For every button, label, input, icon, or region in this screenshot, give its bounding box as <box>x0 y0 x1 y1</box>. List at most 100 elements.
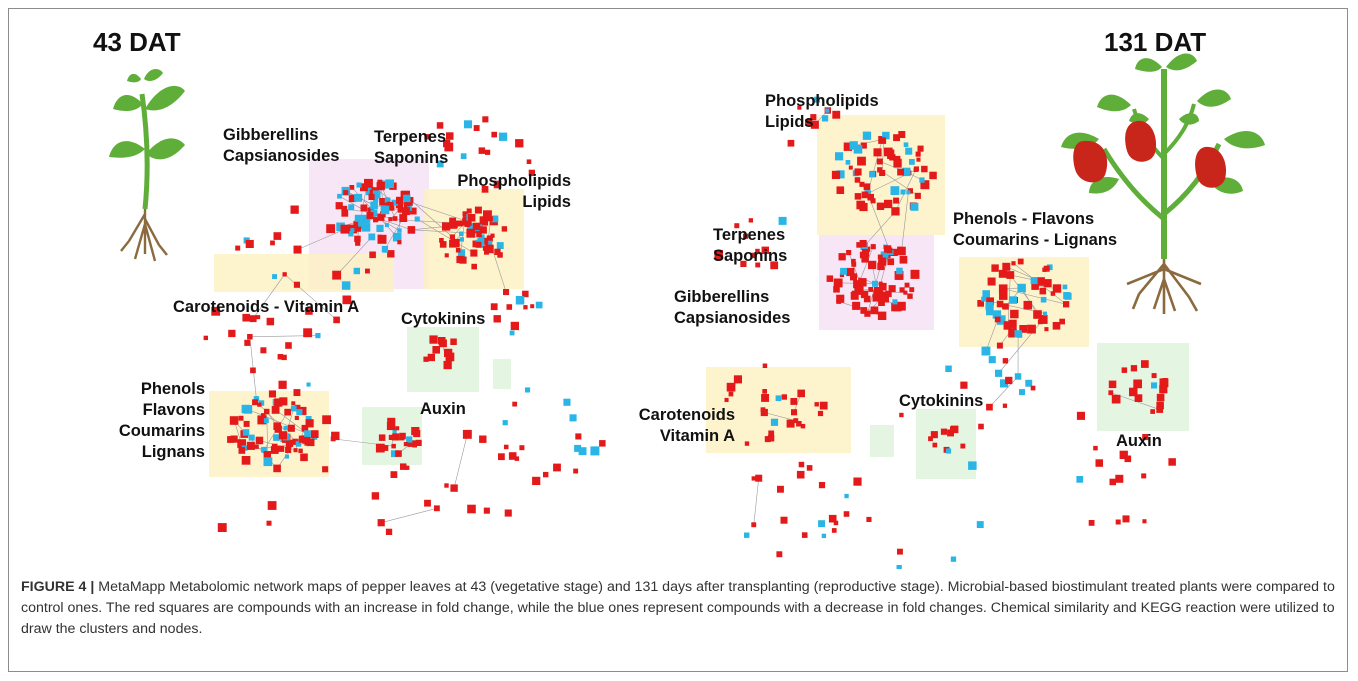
increased-compound-node <box>728 391 734 397</box>
increased-compound-node <box>856 242 862 248</box>
increased-compound-node <box>514 456 520 461</box>
increased-compound-node <box>228 329 236 338</box>
increased-compound-node <box>356 226 362 232</box>
increased-compound-node <box>859 251 867 259</box>
network-edge <box>895 169 917 212</box>
network-map-graphic <box>109 53 1265 569</box>
label-line: Gibberellins <box>674 288 770 306</box>
increased-compound-node <box>553 463 561 472</box>
label-line: Saponins <box>374 149 449 167</box>
increased-compound-node <box>929 171 937 180</box>
increased-compound-node <box>921 165 928 173</box>
figure-frame: 43 DAT 131 DAT Gibberellins Capsianoside… <box>8 8 1348 672</box>
increased-compound-node <box>438 337 446 345</box>
label-right-terpenes: Terpenes Saponins <box>713 225 787 267</box>
decreased-compound-node <box>775 395 782 402</box>
increased-compound-node <box>1005 376 1013 385</box>
label-left-cytokinins: Cytokinins <box>401 309 485 330</box>
decreased-compound-node <box>869 171 876 178</box>
increased-compound-node <box>466 228 476 238</box>
increased-compound-node <box>266 317 275 326</box>
increased-compound-node <box>839 272 845 278</box>
increased-compound-node <box>781 394 787 400</box>
decreased-compound-node <box>903 142 909 147</box>
increased-compound-node <box>515 139 524 148</box>
increased-compound-node <box>532 476 541 485</box>
increased-compound-node <box>876 202 885 210</box>
increased-compound-node <box>331 431 340 441</box>
increased-compound-node <box>1003 321 1013 330</box>
increased-compound-node <box>1002 262 1011 271</box>
increased-compound-node <box>378 434 386 441</box>
decreased-compound-node <box>840 267 847 275</box>
increased-compound-node <box>760 408 768 417</box>
increased-compound-node <box>776 551 783 558</box>
increased-compound-node <box>978 423 984 430</box>
increased-compound-node <box>1133 379 1142 389</box>
increased-compound-node <box>278 431 287 440</box>
increased-compound-node <box>798 461 805 468</box>
increased-compound-node <box>271 406 280 414</box>
increased-compound-node <box>861 191 869 199</box>
increased-compound-node <box>237 439 246 448</box>
network-edge <box>247 409 308 434</box>
increased-compound-node <box>838 253 846 261</box>
increased-compound-node <box>230 435 238 443</box>
increased-compound-node <box>920 180 930 190</box>
increased-compound-node <box>510 321 519 331</box>
increased-compound-node <box>768 430 775 437</box>
decreased-compound-node <box>491 215 499 223</box>
increased-compound-node <box>478 147 486 154</box>
increased-compound-node <box>903 290 908 295</box>
increased-compound-node <box>877 254 883 260</box>
increased-compound-node <box>373 217 379 223</box>
decreased-compound-node <box>1014 330 1022 338</box>
increased-compound-node <box>285 342 292 349</box>
increased-compound-node <box>726 382 736 392</box>
plant-illustrations <box>109 53 1265 314</box>
decreased-compound-node <box>569 414 577 422</box>
increased-compound-node <box>1019 325 1028 333</box>
increased-compound-node <box>256 315 261 320</box>
decreased-compound-node <box>248 434 255 441</box>
increased-compound-node <box>714 250 723 259</box>
increased-compound-node <box>1108 380 1117 389</box>
increased-compound-node <box>504 444 509 450</box>
label-left-carotenoids: Carotenoids - Vitamin A <box>173 297 359 318</box>
increased-compound-node <box>1141 473 1147 479</box>
increased-compound-node <box>243 420 250 427</box>
increased-compound-node <box>501 226 508 232</box>
label-line: Auxin <box>420 400 466 418</box>
decreased-compound-node <box>896 565 902 569</box>
increased-compound-node <box>848 165 853 170</box>
label-left-phenols: Phenols Flavons Coumarins Lignans <box>101 379 205 463</box>
increased-compound-node <box>1001 304 1007 309</box>
increased-compound-node <box>751 522 757 528</box>
increased-compound-node <box>1130 365 1138 372</box>
increased-compound-node <box>391 443 396 449</box>
increased-compound-node <box>767 435 775 442</box>
increased-compound-node <box>487 216 493 222</box>
increased-compound-node <box>444 253 449 258</box>
increased-compound-node <box>471 263 477 270</box>
label-line: Phenols <box>140 380 205 398</box>
decreased-compound-node <box>825 108 830 113</box>
increased-compound-node <box>467 214 476 222</box>
decreased-compound-node <box>821 533 827 539</box>
increased-compound-node <box>432 346 440 354</box>
label-right-phenols: Phenols - Flavons Coumarins - Lignans <box>953 209 1117 251</box>
increased-compound-node <box>395 450 402 457</box>
decreased-compound-node <box>315 333 321 339</box>
decreased-compound-node <box>414 216 420 222</box>
label-line: Phospholipids <box>765 92 879 110</box>
increased-compound-node <box>817 410 824 417</box>
increased-compound-node <box>796 470 805 479</box>
increased-compound-node <box>343 190 349 196</box>
network-figure: 43 DAT 131 DAT Gibberellins Capsianoside… <box>9 9 1347 569</box>
increased-compound-node <box>877 311 887 320</box>
label-line: Flavons <box>142 401 205 419</box>
increased-compound-node <box>1043 279 1052 287</box>
label-line: Capsianosides <box>223 147 340 165</box>
increased-compound-node <box>893 197 900 204</box>
increased-compound-node <box>875 294 883 302</box>
